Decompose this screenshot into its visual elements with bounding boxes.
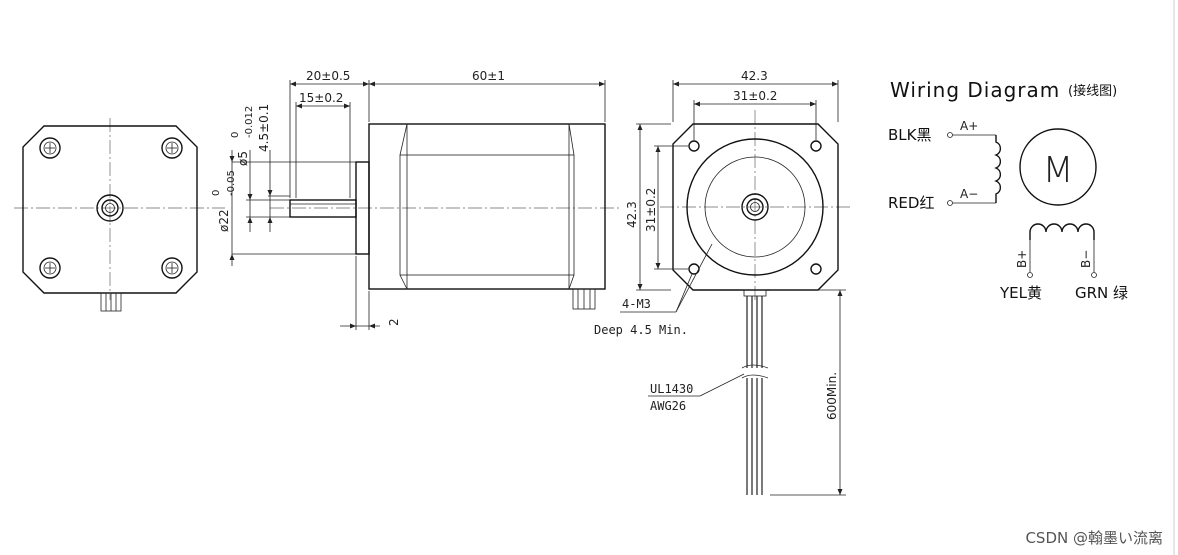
wiring-title: Wiring Diagram	[890, 78, 1060, 102]
dim-body-length: 60±1	[472, 69, 505, 83]
grn-wire-label: GRN 绿	[1075, 284, 1128, 302]
dim-body-height: 42.3	[625, 201, 639, 228]
dim-cable-length: 600Min.	[825, 372, 839, 420]
note-thread: 4-M3	[622, 297, 651, 311]
dim-flat-diameter: ø5	[236, 151, 250, 166]
motor-symbol: M	[1042, 150, 1073, 191]
watermark: CSDN @翰墨い流离	[1025, 529, 1163, 547]
motor-symbol-icon	[1019, 128, 1097, 206]
red-wire-label: RED红	[888, 194, 934, 212]
dim-hole-spacing: 31±0.2	[733, 89, 777, 103]
coil-a-icon	[994, 135, 1002, 203]
yel-wire-label: YEL黄	[999, 284, 1042, 302]
dim-flat-depth: 4.5±0.1	[257, 104, 271, 152]
dim-body-width: 42.3	[741, 69, 768, 83]
end-view: 42.3 31±0.2 42.3 31±0.2 4-M3 Deep 4.5 Mi…	[594, 69, 852, 496]
dim-hole-spacing-v: 31±0.2	[644, 188, 658, 232]
dim-flat-tol-lower: -0.012	[244, 106, 255, 138]
dim-boss-diameter: ø22	[217, 209, 231, 232]
dim-boss-height: 2	[387, 318, 401, 326]
blk-wire-label: BLK黑	[888, 126, 931, 144]
a-plus-label: A+	[960, 119, 978, 133]
screw-icon	[161, 257, 183, 279]
dim-boss-tol-lower: -0.05	[226, 170, 237, 196]
dim-shaft-flat: 15±0.2	[299, 91, 343, 105]
front-view	[14, 118, 225, 312]
screw-icon	[39, 137, 61, 159]
cable-spec-ul: UL1430	[650, 382, 693, 396]
coil-b-icon	[1029, 223, 1095, 240]
screw-icon	[161, 137, 183, 159]
dim-shaft-total: 20±0.5	[306, 69, 350, 83]
note-depth: Deep 4.5 Min.	[594, 323, 688, 337]
dim-boss-tol-upper: 0	[211, 190, 222, 196]
dim-flat-tol-upper: 0	[230, 132, 241, 138]
cable-spec-awg: AWG26	[650, 399, 686, 413]
side-view: 20±0.5 60±1 15±0.2 ø22 0 -0.05 ø5 0 -0.0…	[211, 69, 620, 330]
screw-icon	[39, 257, 61, 279]
b-plus-label: B+	[1015, 250, 1029, 268]
a-minus-label: A−	[960, 187, 978, 201]
wiring-diagram: Wiring Diagram (接线图) BLK黑 RED红 A+ A− M B…	[888, 78, 1128, 302]
b-minus-label: B−	[1079, 250, 1093, 268]
wiring-title-cn: (接线图)	[1068, 83, 1117, 99]
